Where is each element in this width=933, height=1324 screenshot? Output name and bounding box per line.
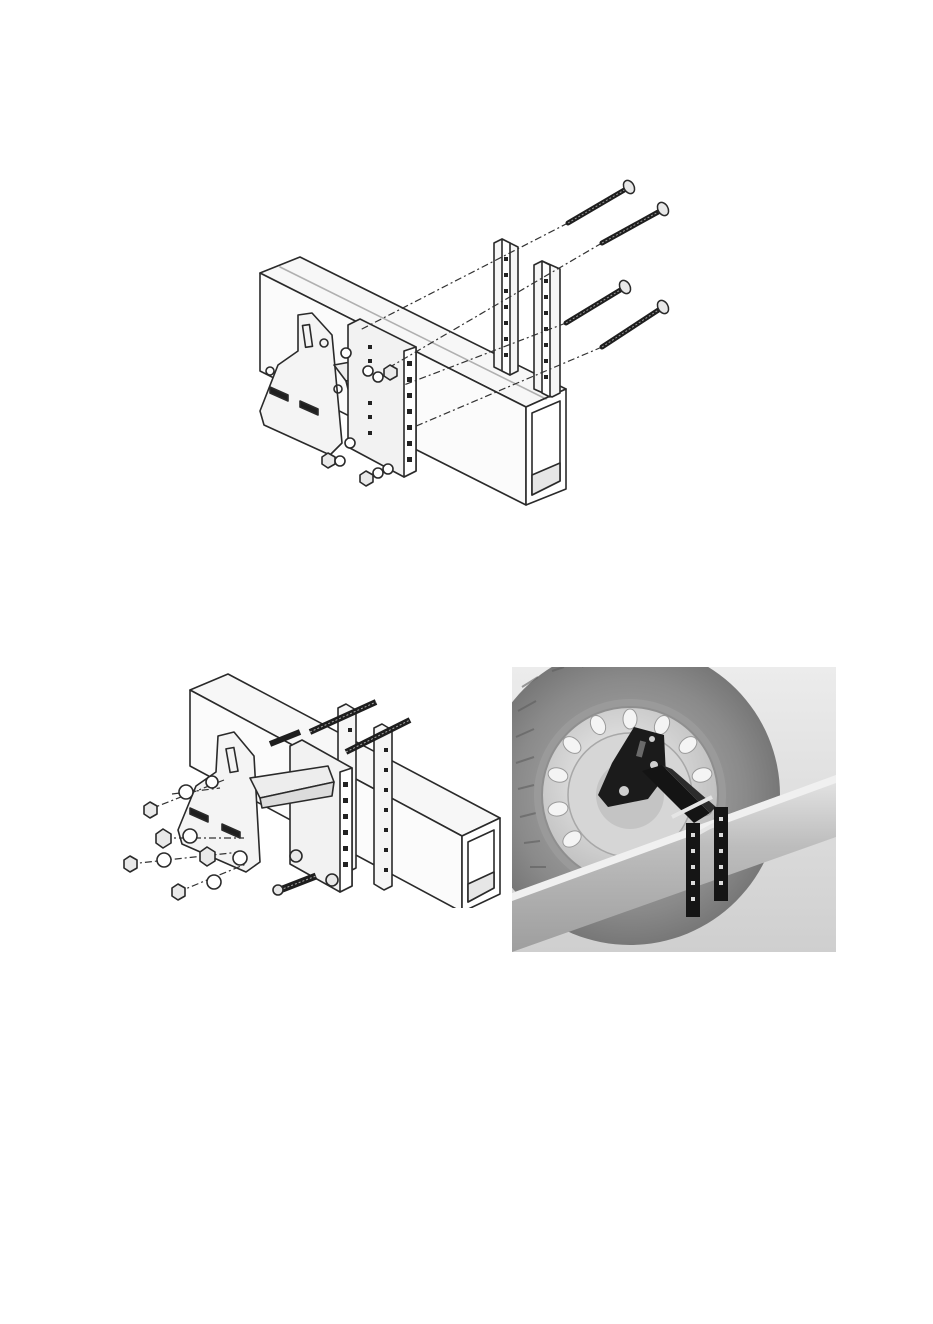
exploded-view-diagram	[250, 175, 680, 510]
washer-icon	[373, 468, 383, 478]
long-bolt-3	[566, 278, 633, 323]
black-u-channel-left	[686, 823, 700, 917]
hex-nut-icon	[144, 802, 157, 818]
long-bolt-1	[568, 178, 637, 223]
washer-icon	[179, 785, 193, 799]
assembled-view-diagram	[120, 668, 505, 908]
washer-icon	[183, 829, 197, 843]
washer-icon	[363, 366, 373, 376]
u-channel-right	[374, 724, 392, 890]
rear-channel-bracket	[348, 319, 416, 477]
washer-icon	[373, 372, 383, 382]
hex-nut-icon	[124, 856, 137, 872]
washer-icon	[383, 464, 393, 474]
washer-icon	[233, 851, 247, 865]
washer-icon	[207, 875, 221, 889]
rear-channel-bracket	[290, 740, 352, 892]
hex-nut-icon	[322, 453, 335, 468]
hex-nut-icon	[200, 847, 215, 866]
washer-icon	[345, 438, 355, 448]
washer-icon	[157, 853, 171, 867]
washer-icon	[206, 776, 218, 788]
hex-nut-icon	[360, 471, 373, 486]
u-channel-right	[534, 261, 560, 397]
hex-nut-icon	[172, 884, 185, 900]
long-bolt-4	[602, 298, 671, 347]
installed-photo	[512, 667, 836, 952]
black-u-channel-right	[714, 807, 728, 901]
hex-nut-icon	[156, 829, 171, 848]
long-bolt-2	[602, 200, 671, 243]
washer-icon	[335, 456, 345, 466]
washer-icon	[341, 348, 351, 358]
hex-nut-icon	[384, 365, 397, 380]
